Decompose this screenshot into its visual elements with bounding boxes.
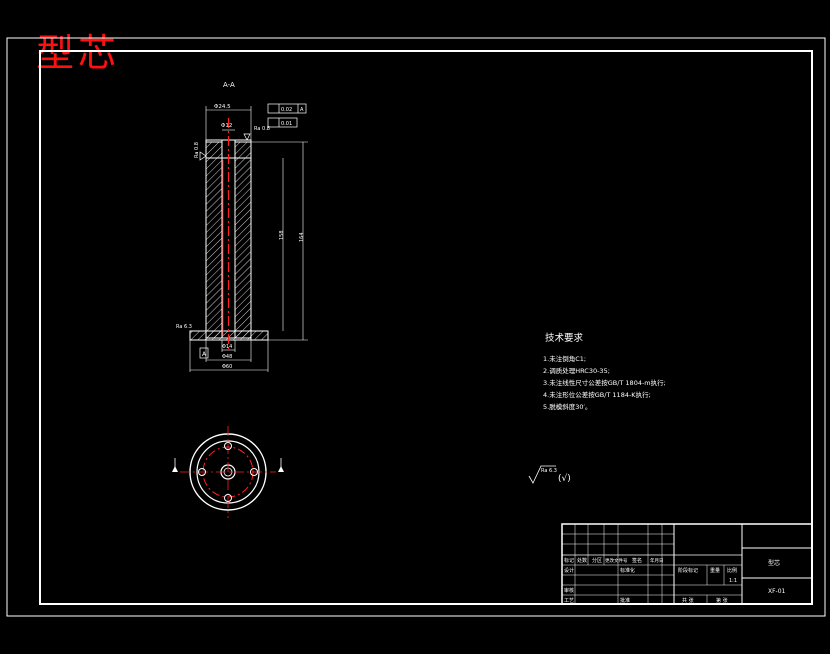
top-view bbox=[172, 426, 284, 518]
tb-design: 设计 bbox=[564, 567, 574, 574]
drawing-title: 型芯 bbox=[36, 31, 121, 75]
tb-part-name: 型芯 bbox=[768, 559, 780, 567]
tb-scale: 1:1 bbox=[729, 578, 737, 584]
gdt-value-1: 0.02 bbox=[281, 107, 292, 113]
tb-drawing-no: XF-01 bbox=[768, 588, 786, 595]
tb-sign: 签名 bbox=[632, 557, 642, 564]
outer-frame bbox=[6, 37, 826, 617]
datum-box bbox=[199, 347, 209, 359]
section-view: Φ24.5 Φ12 0.02 A 0.01 Ra 0.8 Ra 0.8 158 … bbox=[176, 103, 308, 372]
roughness-note: Ra 6.3 (√) bbox=[528, 465, 571, 484]
tech-item-5: 5.脱模斜度30′。 bbox=[543, 402, 591, 411]
dim-length-total: 164 bbox=[299, 232, 305, 242]
hole-top bbox=[224, 442, 232, 450]
tb-approve: 批准 bbox=[620, 597, 630, 604]
tb-count: 处数 bbox=[577, 557, 587, 564]
dim-bottom-mid: Φ48 bbox=[222, 354, 232, 360]
section-label: A-A bbox=[223, 81, 235, 89]
tb-stage: 阶段标记 bbox=[678, 567, 698, 574]
right-wall-hatch bbox=[234, 141, 252, 339]
tech-heading: 技术要求 bbox=[545, 332, 584, 344]
tech-item-3: 3.未注线性尺寸公差按GB/T 1804-m执行; bbox=[543, 378, 666, 387]
tech-requirements: 技术要求 1.未注倒角C1; 2.调质处理HRC30-35; 3.未注线性尺寸公… bbox=[543, 332, 666, 411]
tb-check: 审核 bbox=[564, 587, 574, 594]
roughness-side: Ra 0.8 bbox=[194, 142, 200, 158]
dim-bottom-small: Φ14 bbox=[222, 344, 232, 350]
datum-label: A bbox=[202, 351, 207, 358]
gdt-frame-2 bbox=[267, 117, 298, 128]
tb-zone: 分区 bbox=[592, 557, 602, 564]
tb-sheet: 第 张 bbox=[716, 597, 728, 604]
roughness-top: Ra 0.8 bbox=[254, 126, 270, 132]
dim-inner-top: Φ12 bbox=[221, 123, 232, 129]
tb-standard: 标准化 bbox=[620, 567, 635, 574]
title-block bbox=[561, 523, 813, 605]
dim-length-inner: 158 bbox=[279, 230, 285, 240]
tb-mark: 标记 bbox=[564, 557, 574, 564]
roughness-paren: (√) bbox=[558, 473, 571, 484]
tech-item-4: 4.未注形位公差按GB/T 1184-K执行; bbox=[543, 390, 651, 399]
tb-process: 工艺 bbox=[564, 598, 574, 604]
tb-change-doc: 更改文件号 bbox=[605, 557, 628, 564]
dim-top-diameter: Φ24.5 bbox=[214, 104, 231, 110]
left-wall-hatch bbox=[205, 141, 223, 339]
roughness-bottom: Ra 6.3 bbox=[176, 324, 192, 330]
tb-date: 年月日 bbox=[650, 557, 664, 564]
hole-bottom bbox=[224, 494, 232, 502]
tb-ratio: 比例 bbox=[727, 567, 737, 574]
inner-frame bbox=[39, 50, 813, 605]
gdt-datum-1: A bbox=[300, 107, 304, 113]
tech-item-2: 2.调质处理HRC30-35; bbox=[543, 366, 610, 375]
tb-weight: 重量 bbox=[710, 567, 720, 574]
title-block-text: 标记 处数 分区 更改文件号 签名 年月日 设计 标准化 审核 工艺 批准 阶段… bbox=[564, 557, 786, 604]
hole-right bbox=[250, 468, 258, 476]
tb-total-sheets: 共 张 bbox=[682, 597, 694, 604]
roughness-note-text: Ra 6.3 bbox=[541, 468, 557, 474]
tech-item-1: 1.未注倒角C1; bbox=[543, 354, 586, 363]
gdt-value-2: 0.01 bbox=[281, 121, 292, 127]
gdt-frame-1 bbox=[267, 103, 307, 114]
hole-left bbox=[198, 468, 206, 476]
dim-bottom-total: Φ60 bbox=[222, 364, 232, 370]
